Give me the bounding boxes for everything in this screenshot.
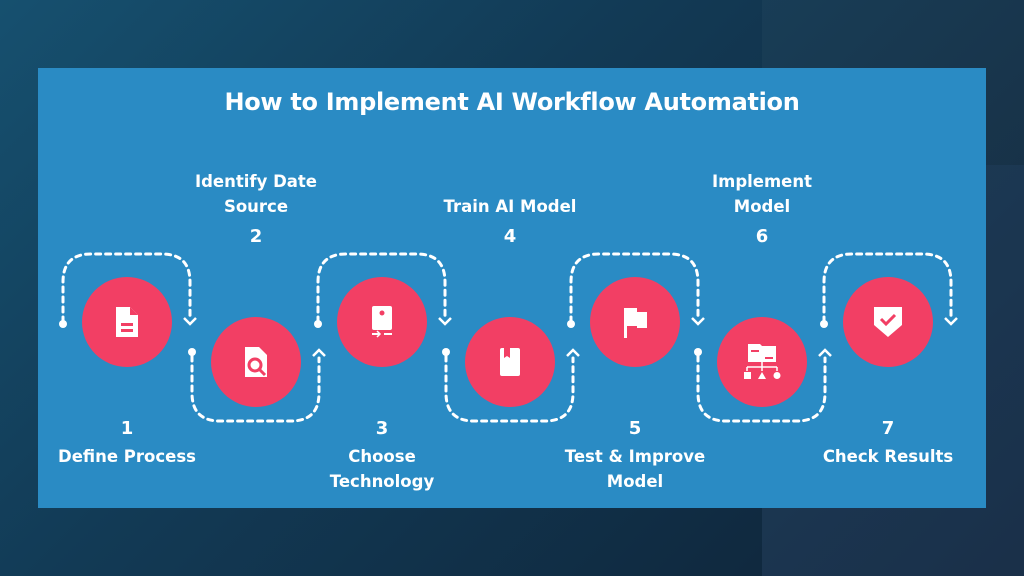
- dashed-connector: [316, 252, 447, 324]
- dashed-connector: [61, 252, 192, 324]
- step-number: 5: [628, 418, 642, 439]
- step-6: [694, 317, 832, 423]
- arrow-up-icon: [818, 348, 832, 357]
- connector-dot: [188, 348, 196, 356]
- arrow-down-icon: [183, 317, 197, 326]
- step-label: Test & Improve: [564, 447, 706, 466]
- flag-icon: [624, 308, 647, 338]
- connector-dot: [59, 320, 67, 328]
- step-label: Check Results: [822, 447, 954, 466]
- arrow-down-icon: [438, 317, 452, 326]
- step-number: 1: [120, 418, 134, 439]
- step-label: Identify Date: [194, 172, 318, 191]
- connector-dot: [442, 348, 450, 356]
- document-icon: [116, 307, 138, 337]
- step-label: Model: [733, 197, 791, 216]
- connector-dot: [694, 348, 702, 356]
- step-number: 3: [375, 418, 389, 439]
- step-label: Technology: [329, 472, 435, 491]
- book-icon: [500, 348, 520, 376]
- arrow-down-icon: [691, 317, 705, 326]
- step-4: [442, 317, 580, 423]
- shield-check-icon: [874, 307, 902, 337]
- step-7: [820, 252, 958, 367]
- step-5: [567, 252, 705, 367]
- step-label: Implement: [711, 172, 812, 191]
- infographic-panel: [38, 68, 986, 508]
- step-label: Choose: [348, 447, 416, 466]
- page-title: How to Implement AI Workflow Automation: [224, 88, 800, 116]
- arrow-down-icon: [944, 317, 958, 326]
- arrow-up-icon: [566, 348, 580, 357]
- device-transfer-icon: [372, 306, 392, 338]
- step-number: 6: [755, 226, 769, 247]
- step-2: [188, 317, 326, 423]
- step-label: Model: [606, 472, 664, 491]
- dashed-connector: [822, 252, 953, 324]
- document-search-icon: [245, 347, 267, 377]
- step-1: [59, 252, 197, 367]
- hierarchy-folder-icon: [744, 344, 781, 379]
- arrow-up-icon: [312, 348, 326, 357]
- step-3: [314, 252, 452, 367]
- dashed-connector: [569, 252, 700, 324]
- step-number: 7: [881, 418, 895, 439]
- step-label: Train AI Model: [443, 197, 577, 216]
- step-label: Define Process: [58, 447, 196, 466]
- connector-dot: [820, 320, 828, 328]
- step-label: Source: [223, 197, 289, 216]
- connector-dot: [314, 320, 322, 328]
- connector-dot: [567, 320, 575, 328]
- step-number: 2: [249, 226, 263, 247]
- step-number: 4: [503, 226, 517, 247]
